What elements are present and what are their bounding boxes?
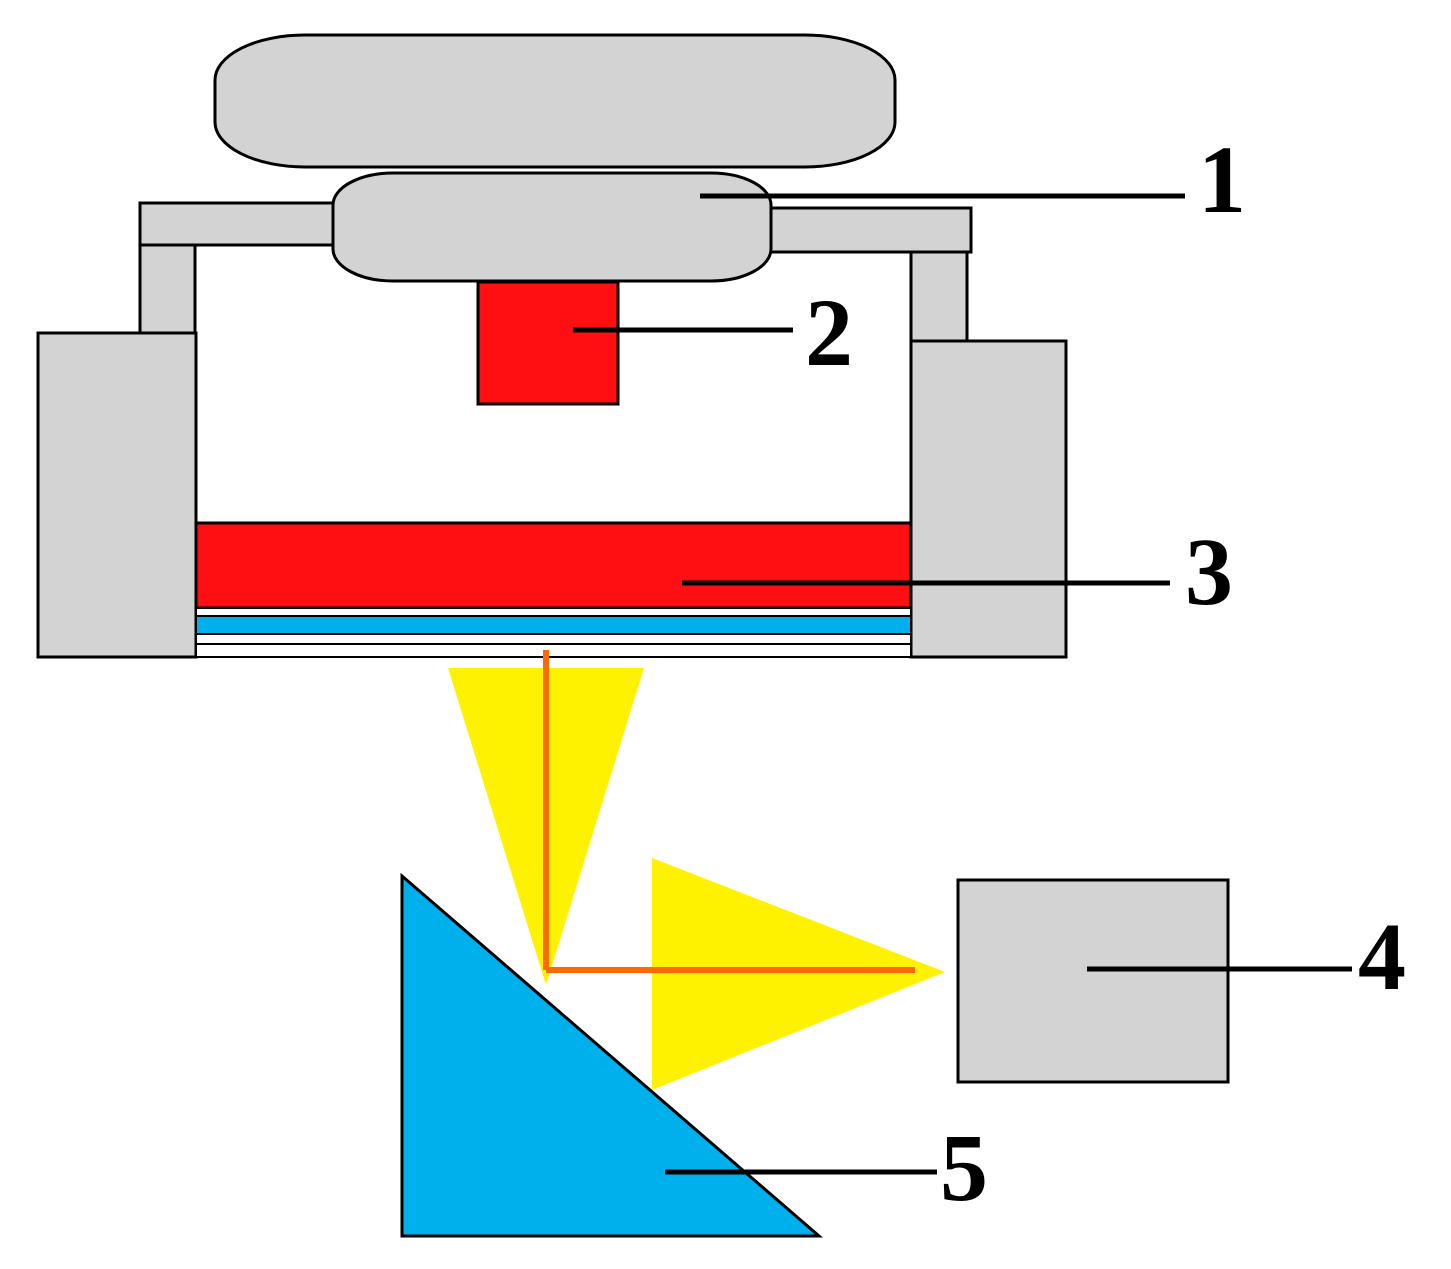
sideways-light-cone: [652, 858, 945, 1090]
blue-layer: [195, 615, 912, 635]
part-1-disc: [331, 171, 773, 283]
white-layer-lower: [195, 633, 912, 645]
part-3-red-layer: [194, 521, 913, 610]
right-top-arm: [763, 206, 973, 254]
housing-frame: [36, 201, 1068, 659]
white-layer-bottom: [195, 643, 912, 658]
left-top-arm: [138, 201, 342, 247]
left-housing-block: [36, 331, 198, 659]
part-5-prism: [400, 872, 824, 1238]
top-disc: [213, 33, 897, 169]
label-3: 3: [1185, 518, 1233, 625]
label-4: 4: [1358, 903, 1406, 1010]
part-4-detector: [956, 878, 1230, 1084]
label-5: 5: [940, 1114, 988, 1221]
label-1: 1: [1198, 126, 1246, 233]
part-3-layer-stack: [194, 521, 913, 658]
white-spacer-layer: [195, 607, 912, 617]
label-2: 2: [805, 279, 853, 386]
right-housing-block: [909, 339, 1068, 659]
right-post: [909, 250, 969, 343]
left-post: [138, 243, 197, 335]
part-2-red-block: [476, 280, 620, 406]
